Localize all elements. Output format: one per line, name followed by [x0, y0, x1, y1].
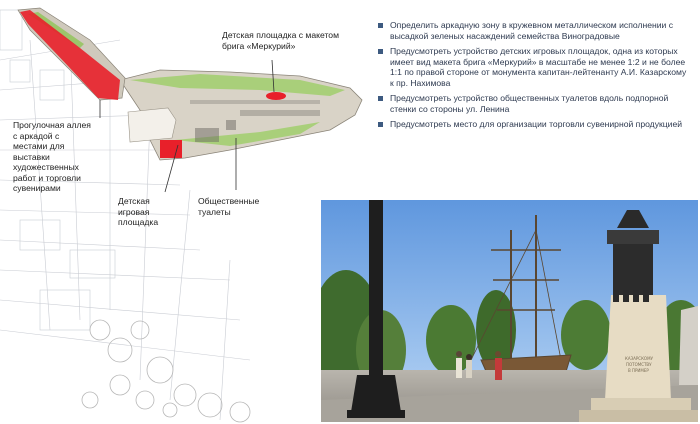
lamp-post	[347, 200, 405, 418]
arcade-zone-highlight	[20, 10, 120, 100]
requirement-item: Определить аркадную зону в кружевном мет…	[376, 20, 692, 41]
requirement-item: Предусмотреть устройство детских игровых…	[376, 46, 692, 88]
kazarsky-monument	[579, 210, 698, 422]
render-trees	[321, 270, 698, 390]
label-kids-playground: Детская игровая площадка	[118, 196, 159, 227]
plan-details	[190, 100, 320, 142]
bullet-square-icon	[378, 23, 383, 28]
bullet-square-icon	[378, 122, 383, 127]
render-image: КАЗАРСКОМУ ПОТОМСТВУ В ПРИМЕР	[321, 200, 698, 422]
label-toilets: Общественные туалеты	[198, 196, 260, 217]
monument-inscription: КАЗАРСКОМУ ПОТОМСТВУ В ПРИМЕР	[625, 356, 654, 373]
plan-drawing	[0, 7, 363, 423]
bullet-square-icon	[378, 96, 383, 101]
label-brig-playground: Детская площадка с макетом брига «Меркур…	[222, 30, 339, 51]
green-strip	[130, 74, 345, 96]
render-people	[456, 351, 502, 380]
label-arcade-alley: Прогулочная аллея с аркадой с местами дл…	[13, 120, 91, 193]
street-grid	[0, 9, 251, 421]
leader-lines	[99, 59, 275, 193]
requirements-list: Определить аркадную зону в кружевном мет…	[376, 20, 692, 135]
kids-playground-highlight	[160, 140, 182, 158]
building	[679, 306, 698, 385]
requirement-item: Предусмотреть устройство общественных ту…	[376, 93, 692, 114]
plan-trees	[81, 319, 251, 423]
bullet-square-icon	[378, 49, 383, 54]
plaza	[127, 107, 177, 143]
requirement-item: Предусмотреть место для организации торг…	[376, 119, 692, 130]
brig-playground-highlight	[266, 92, 286, 100]
master-plan: Детская площадка с макетом брига «Меркур…	[0, 7, 363, 423]
visualization-render: КАЗАРСКОМУ ПОТОМСТВУ В ПРИМЕР	[321, 200, 698, 422]
